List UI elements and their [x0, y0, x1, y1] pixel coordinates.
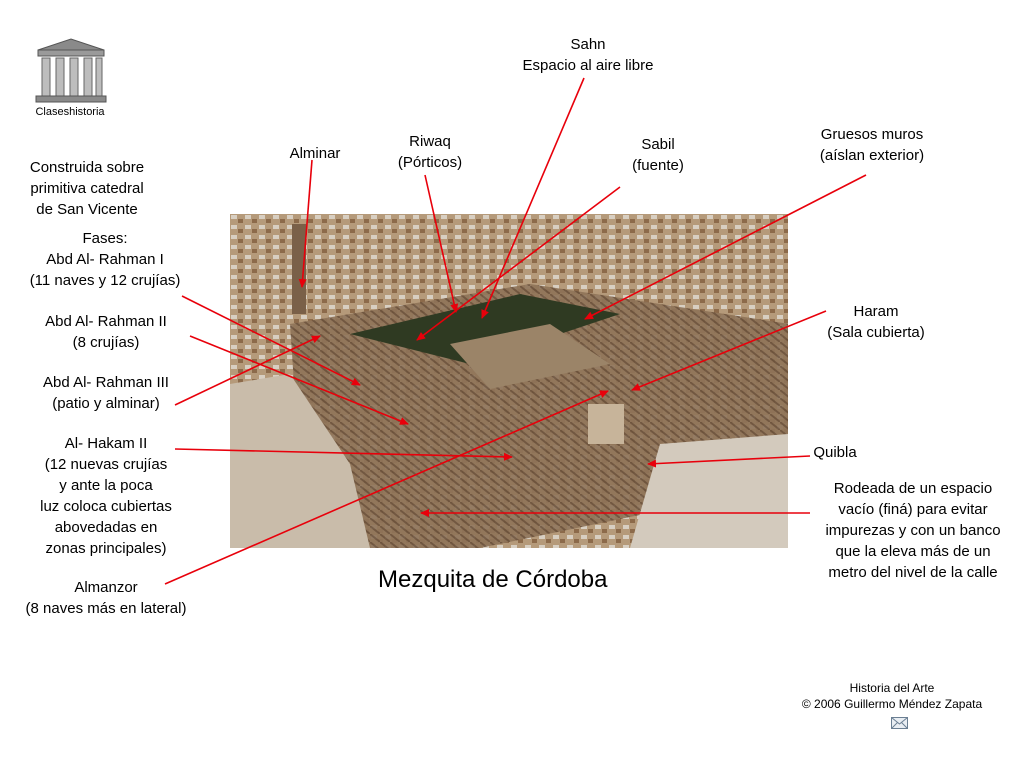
- logo-caption: Claseshistoria: [35, 106, 105, 118]
- label-almanzor: Almanzor(8 naves más en lateral): [25, 579, 187, 617]
- footer-credits: Historia del Arte © 2006 Guillermo Ménde…: [770, 680, 1014, 712]
- envelope-icon[interactable]: [891, 717, 908, 729]
- label-alminar: Alminar: [289, 145, 341, 162]
- label-fases: Fases:Abd Al- Rahman I(11 naves y 12 cru…: [29, 230, 181, 289]
- label-riwaq: Riwaq(Pórticos): [397, 133, 463, 171]
- footer-line-1: Historia del Arte: [849, 681, 935, 695]
- aerial-photo: [230, 214, 788, 548]
- greek-temple-icon: [35, 38, 107, 103]
- label-sabil: Sabil(fuente): [632, 136, 684, 174]
- label-abd-al-rahman-ii: Abd Al- Rahman II(8 crujías): [45, 313, 167, 351]
- label-abd-al-rahman-iii: Abd Al- Rahman III(patio y alminar): [43, 374, 169, 412]
- footer-line-2: © 2006 Guillermo Méndez Zapata: [801, 697, 983, 711]
- page-title: Mezquita de Córdoba: [378, 566, 608, 593]
- label-gruesos-muros: Gruesos muros(aíslan exterior): [819, 126, 925, 164]
- label-haram: Haram(Sala cubierta): [827, 303, 925, 341]
- label-quibla: Quibla: [813, 444, 857, 461]
